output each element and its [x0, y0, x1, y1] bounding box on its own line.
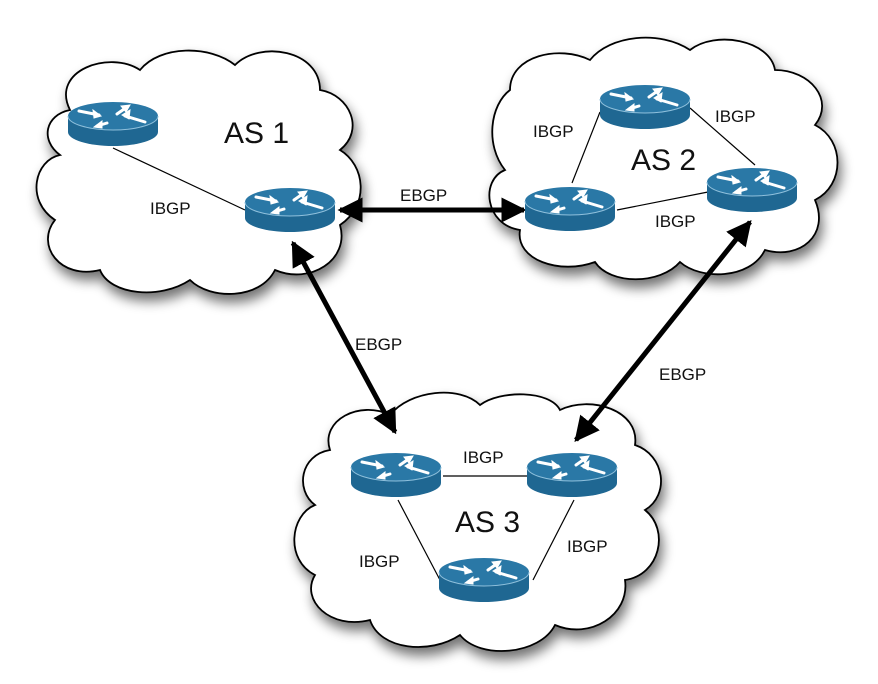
cloud-as1	[35, 49, 362, 295]
router-icon-as3-left[interactable]	[349, 451, 443, 499]
ibgp-label-as2-right: IBGP	[715, 107, 756, 126]
ibgp-link-r2left-r2right	[616, 191, 709, 211]
router-icon-as1-b[interactable]	[243, 186, 337, 234]
ibgp-link-r1a-r1b	[112, 147, 246, 211]
ebgp-label-as1-as2: EBGP	[400, 186, 447, 205]
ebgp-label-as2-as3: EBGP	[659, 365, 706, 384]
as1-label: AS 1	[224, 117, 289, 150]
ebgp-label-as1-as3: EBGP	[355, 335, 402, 354]
router-icon-as2-left[interactable]	[523, 185, 617, 233]
as3-label: AS 3	[455, 506, 520, 539]
ibgp-label-as3-top: IBGP	[463, 448, 504, 467]
ibgp-label-as3-left: IBGP	[359, 552, 400, 571]
ibgp-link-r2top-r2right	[689, 107, 756, 166]
ibgp-label-as2-left: IBGP	[533, 122, 574, 141]
ibgp-label-as2-bottom: IBGP	[655, 212, 696, 231]
as2-label: AS 2	[631, 144, 696, 177]
router-icon-as2-right[interactable]	[705, 166, 799, 214]
router-icon-as3-right[interactable]	[525, 451, 619, 499]
router-icon-as1-a[interactable]	[66, 100, 160, 148]
ibgp-label-as3-right: IBGP	[567, 537, 608, 556]
router-icon-as3-bottom[interactable]	[437, 556, 531, 604]
ibgp-link-r3right-r3bottom	[532, 499, 575, 581]
ebgp-link-as1-as3	[290, 240, 398, 435]
router-icon-as2-top[interactable]	[598, 83, 692, 131]
ibgp-link-r2left-r2top	[571, 111, 601, 184]
ibgp-label-as1: IBGP	[150, 199, 191, 218]
ibgp-link-r3left-r3bottom	[397, 499, 441, 581]
ebgp-link-as2-as3	[574, 220, 752, 442]
